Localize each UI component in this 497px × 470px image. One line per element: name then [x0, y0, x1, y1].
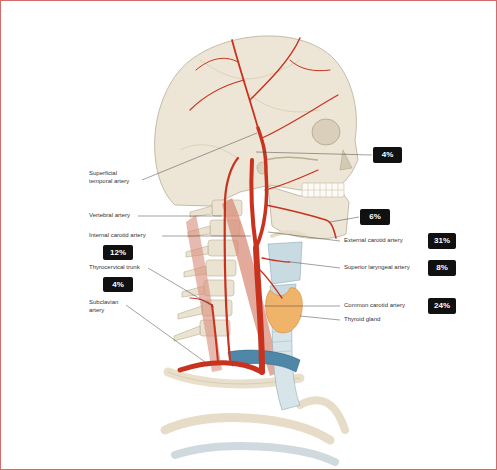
- part-label: External carotid artery: [343, 237, 404, 245]
- part-label: Common carotid artery: [343, 302, 406, 310]
- callout-number: 24%: [428, 298, 456, 314]
- callout-number: 12%: [103, 245, 133, 260]
- part-label: Subclavian artery: [88, 299, 126, 314]
- part-label: Thyroid gland: [343, 316, 381, 324]
- callout-text: 4%: [112, 281, 124, 289]
- callout-number: 31%: [428, 233, 456, 249]
- part-label: Thyrocervical trunk: [88, 264, 141, 272]
- part-label: Vertebral artery: [88, 212, 131, 220]
- part-label: Internal carotid artery: [88, 232, 147, 240]
- callout-number: 4%: [373, 147, 402, 163]
- part-label: Superior laryngeal artery: [343, 264, 411, 272]
- callout-number: 4%: [103, 277, 133, 292]
- part-label: Superficial temporal artery: [88, 170, 138, 185]
- callout-text: 8%: [436, 264, 448, 272]
- callout-text: 12%: [110, 249, 126, 257]
- callout-text: 6%: [369, 213, 381, 221]
- callout-number: 8%: [428, 260, 456, 276]
- callout-text: 4%: [382, 151, 394, 159]
- callout-text: 31%: [434, 237, 450, 245]
- callout-number: 6%: [360, 209, 390, 225]
- callout-text: 24%: [434, 302, 450, 310]
